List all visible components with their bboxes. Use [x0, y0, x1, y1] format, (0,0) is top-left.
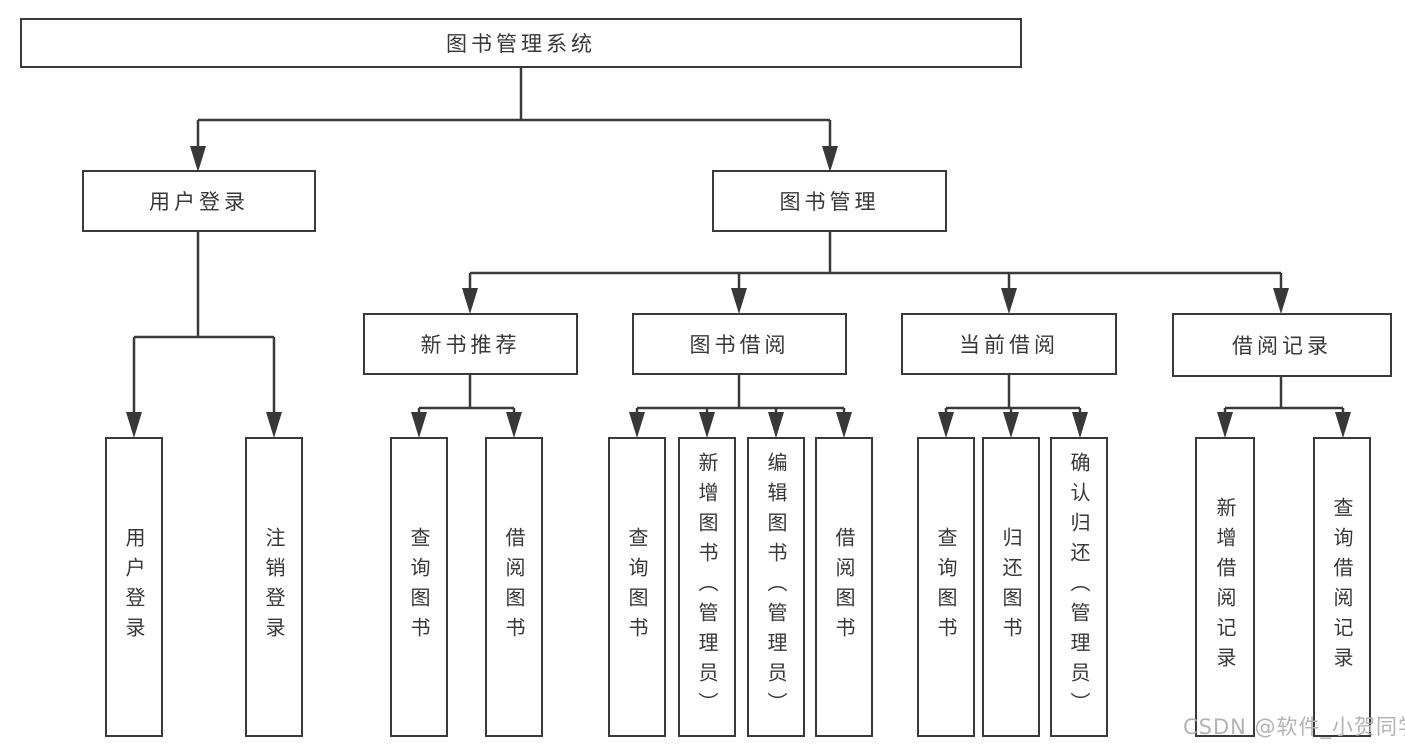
watermark-text: CSDN @软件_小贺同学	[1183, 715, 1405, 739]
leaf-user-login-label: 用户登录	[122, 527, 146, 647]
leaf-return-books-label: 归还图书	[999, 527, 1023, 647]
node-borrowing-records-label: 借阅记录	[1232, 334, 1332, 358]
leaf-add-borrow-record-label: 新增借阅记录	[1213, 497, 1237, 677]
leaf-query-books-borrowing: 查询图书	[608, 437, 666, 737]
leaf-edit-books-admin: 编辑图书（管理员）	[747, 437, 805, 737]
node-current-borrowing: 当前借阅	[901, 313, 1117, 375]
node-book-borrowing: 图书借阅	[632, 313, 847, 375]
leaf-add-books-admin-label: 新增图书（管理员）	[695, 452, 719, 722]
leaf-add-borrow-record: 新增借阅记录	[1195, 437, 1255, 737]
leaf-query-books-borrowing-label: 查询图书	[625, 527, 649, 647]
leaf-return-books: 归还图书	[982, 437, 1040, 737]
node-borrowing-records: 借阅记录	[1172, 313, 1392, 377]
leaf-borrow-books: 借阅图书	[815, 437, 873, 737]
leaf-borrow-books-recommend: 借阅图书	[485, 437, 543, 737]
leaf-query-books-recommend: 查询图书	[390, 437, 448, 737]
node-new-book-recommend: 新书推荐	[363, 313, 578, 375]
leaf-query-borrow-record-label: 查询借阅记录	[1330, 497, 1354, 677]
leaf-logout-label: 注销登录	[262, 527, 286, 647]
leaf-confirm-return-admin: 确认归还（管理员）	[1050, 437, 1108, 737]
node-root: 图书管理系统	[20, 18, 1022, 68]
node-book-borrowing-label: 图书借阅	[689, 333, 790, 357]
leaf-query-borrow-record: 查询借阅记录	[1313, 437, 1371, 737]
leaf-edit-books-admin-label: 编辑图书（管理员）	[764, 452, 788, 722]
node-book-management: 图书管理	[712, 170, 947, 232]
leaf-add-books-admin: 新增图书（管理员）	[678, 437, 736, 737]
leaf-borrow-books-recommend-label: 借阅图书	[502, 527, 526, 647]
leaf-query-books-current: 查询图书	[917, 437, 975, 737]
leaf-query-books-recommend-label: 查询图书	[407, 527, 431, 647]
leaf-logout: 注销登录	[245, 437, 303, 737]
node-book-management-label: 图书管理	[779, 190, 880, 214]
leaf-borrow-books-label: 借阅图书	[832, 527, 856, 647]
leaf-user-login: 用户登录	[105, 437, 163, 737]
node-new-book-recommend-label: 新书推荐	[420, 333, 521, 357]
leaf-query-books-current-label: 查询图书	[934, 527, 958, 647]
node-user-login: 用户登录	[82, 170, 316, 232]
node-root-label: 图书管理系统	[446, 32, 596, 56]
leaf-confirm-return-admin-label: 确认归还（管理员）	[1067, 452, 1091, 722]
node-user-login-label: 用户登录	[149, 190, 249, 214]
node-current-borrowing-label: 当前借阅	[959, 333, 1059, 357]
